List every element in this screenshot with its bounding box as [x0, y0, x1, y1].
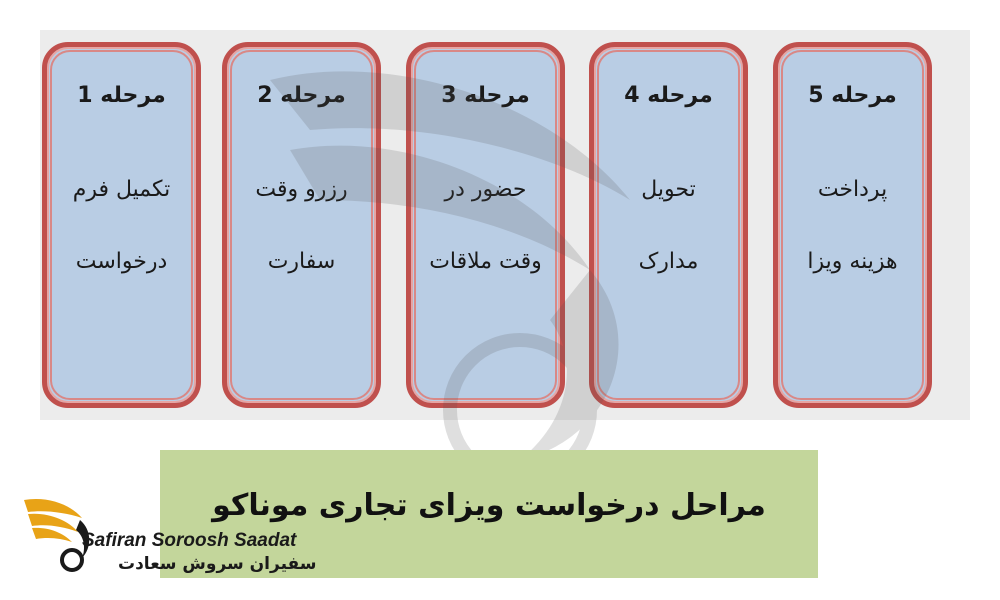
- step-text-line2: هزینه ویزا: [807, 249, 898, 274]
- step-text-line1: حضور در: [444, 177, 527, 202]
- step-text-line1: تکمیل فرم: [72, 177, 171, 202]
- step-number-label: مرحله 3: [441, 83, 530, 108]
- step-card-4: مرحله 4 تحویل مدارک: [589, 42, 748, 408]
- step-card-3: مرحله 3 حضور در وقت ملاقات: [406, 42, 565, 408]
- step-text-line1: پرداخت: [817, 177, 888, 202]
- caption-box: مراحل درخواست ویزای تجاری موناکو: [160, 450, 818, 578]
- step-number-label: مرحله 2: [257, 83, 346, 108]
- logo-latin-name: Safiran Soroosh Saadat: [82, 530, 297, 551]
- step-text-line2: درخواست: [75, 249, 168, 274]
- step-card-2: مرحله 2 رزرو وقت سفارت: [222, 42, 381, 408]
- bird-logo-icon: [24, 498, 90, 572]
- step-text-line2: سفارت: [267, 249, 336, 274]
- step-text-line2: مدارک: [638, 249, 699, 274]
- step-number-label: مرحله 4: [624, 83, 713, 108]
- brand-logo: Safiran Soroosh Saadat سفیران سروش سعادت: [22, 492, 322, 582]
- step-text-line2: وقت ملاقات: [429, 249, 542, 274]
- logo-persian-name: سفیران سروش سعادت: [118, 554, 317, 574]
- step-text-line1: تحویل: [641, 177, 696, 202]
- step-number-label: مرحله 1: [77, 83, 166, 108]
- step-card-1: مرحله 1 تکمیل فرم درخواست: [42, 42, 201, 408]
- step-number-label: مرحله 5: [808, 83, 897, 108]
- diagram-caption: مراحل درخواست ویزای تجاری موناکو: [212, 488, 766, 523]
- step-card-5: مرحله 5 پرداخت هزینه ویزا: [773, 42, 932, 408]
- step-text-line1: رزرو وقت: [255, 177, 348, 202]
